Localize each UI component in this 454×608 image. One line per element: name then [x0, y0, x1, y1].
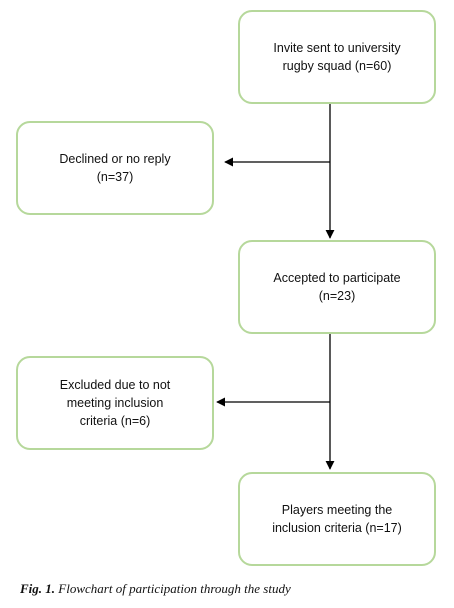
node-text-line: (n=37) — [96, 170, 134, 184]
node-text-line: Invite sent to university — [273, 41, 401, 55]
node-text-line: inclusion criteria (n=17) — [272, 521, 402, 535]
figure-caption: Fig. 1. Flowchart of participation throu… — [20, 581, 291, 597]
figure-caption-text: Flowchart of participation through the s… — [58, 581, 291, 596]
node-players-meeting-criteria: Players meeting the inclusion criteria (… — [238, 472, 436, 566]
node-text-line: criteria (n=6) — [79, 414, 151, 428]
figure-caption-label: Fig. 1. — [20, 581, 56, 596]
node-text-line: Players meeting the — [281, 503, 393, 517]
node-text-line: (n=23) — [318, 289, 356, 303]
node-excluded: Excluded due to not meeting inclusion cr… — [16, 356, 214, 450]
node-text-line: Excluded due to not — [59, 378, 171, 392]
node-declined: Declined or no reply (n=37) — [16, 121, 214, 215]
node-text-line: Declined or no reply — [59, 152, 171, 166]
node-text-line: rugby squad (n=60) — [282, 59, 392, 73]
node-accepted: Accepted to participate (n=23) — [238, 240, 436, 334]
node-invite-sent: Invite sent to university rugby squad (n… — [238, 10, 436, 104]
node-text-line: meeting inclusion — [66, 396, 164, 410]
node-text-line: Accepted to participate — [273, 271, 401, 285]
